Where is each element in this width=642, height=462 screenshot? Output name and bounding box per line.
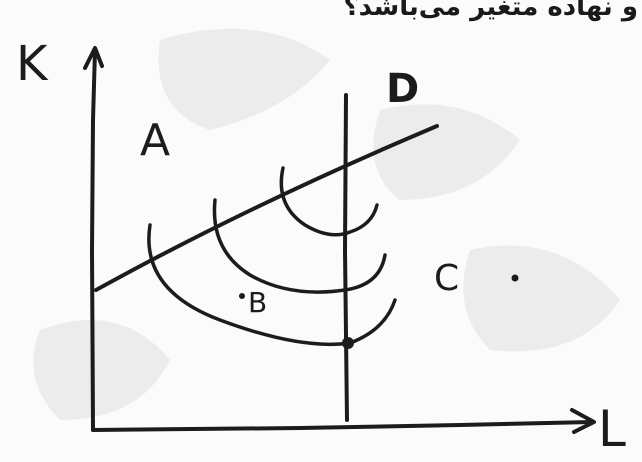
x-axis [91,420,594,432]
region-label-d: D [386,66,419,112]
watermark [33,28,620,420]
x-axis-arrowhead [570,408,596,434]
isoquant-curve-high [279,166,379,237]
point-b-dot [239,293,245,299]
y-axis-arrowhead [83,46,104,70]
question-header-fragment: و نهاده متغیر می‌باشد؟ [343,0,638,22]
expansion-path-line [94,124,439,292]
point-c-dot [511,274,519,282]
region-label-c: C [434,258,459,299]
isoquant-curve-mid [212,198,387,294]
y-axis-label: K [16,36,49,92]
intersection-point [342,337,354,349]
vertical-line-d [343,93,349,422]
region-label-a: A [140,115,170,166]
x-axis-label: L [598,400,626,458]
y-axis [90,48,97,432]
isoquant-curve-low [147,223,397,347]
point-label-b: B [248,286,267,319]
